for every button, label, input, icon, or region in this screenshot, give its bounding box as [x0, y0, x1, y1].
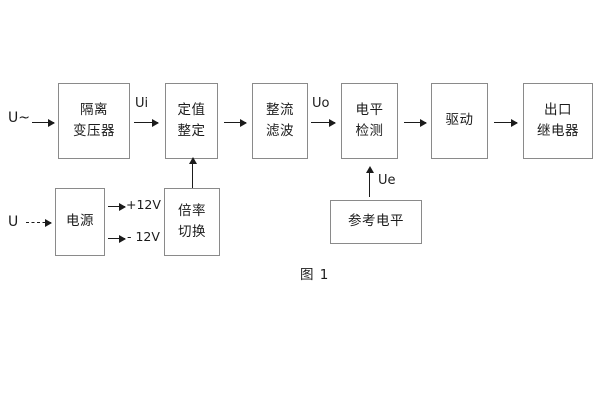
block-setting-value-line1: 定值 — [177, 101, 206, 118]
block-setting-value: 定值 整定 — [165, 83, 218, 159]
block-level-detect-line1: 电平 — [355, 101, 384, 118]
rail-label-negative: - 12V — [127, 229, 160, 244]
block-reference-level-line1: 参考电平 — [348, 213, 404, 230]
arrow-multiplier-switch-to-setting-value — [188, 157, 197, 188]
arrow-input-dc-to-power-supply — [26, 218, 52, 227]
block-output-relay-line2: 继电器 — [537, 123, 579, 139]
block-power-supply: 电源 — [55, 188, 105, 256]
block-setting-value-line2: 整定 — [177, 123, 206, 139]
arrow-drive-to-output-relay — [494, 118, 518, 127]
signal-label-uo: Uo — [312, 96, 330, 111]
block-multiplier-switch-line1: 倍率 — [178, 202, 206, 219]
block-multiplier-switch-line2: 切换 — [178, 224, 206, 240]
arrow-setting-value-to-rectify-filter — [224, 118, 247, 127]
signal-label-ue: Ue — [378, 173, 396, 188]
block-isolation-transformer-line1: 隔离 — [80, 101, 108, 118]
block-rectify-filter-line1: 整流 — [266, 101, 294, 118]
arrow-level-detect-to-drive — [404, 118, 427, 127]
input-label-ac: U~ — [8, 110, 30, 126]
arrow-rectify-filter-to-level-detect — [311, 118, 336, 127]
arrow-reference-level-to-level-detect — [365, 166, 374, 197]
block-rectify-filter: 整流 滤波 — [252, 83, 308, 159]
block-multiplier-switch: 倍率 切换 — [164, 188, 220, 256]
figure-caption: 图 1 — [300, 267, 330, 283]
arrow-input-ac-to-isolation-transformer — [32, 118, 55, 127]
input-label-dc: U — [8, 214, 19, 230]
block-drive-line1: 驱动 — [445, 112, 474, 129]
signal-label-ui: Ui — [135, 96, 149, 111]
block-level-detect-line2: 检测 — [355, 123, 384, 139]
block-isolation-transformer: 隔离 变压器 — [58, 83, 130, 159]
block-power-supply-line1: 电源 — [66, 213, 94, 230]
block-reference-level: 参考电平 — [330, 200, 422, 244]
block-output-relay-line1: 出口 — [544, 101, 572, 118]
arrow-power-supply-rail-positive — [108, 202, 126, 211]
block-level-detect: 电平 检测 — [341, 83, 398, 159]
block-isolation-transformer-line2: 变压器 — [73, 123, 115, 139]
arrow-isolation-transformer-to-setting-value — [134, 118, 159, 127]
block-drive: 驱动 — [431, 83, 488, 159]
arrow-power-supply-rail-negative — [108, 234, 126, 243]
rail-label-positive: +12V — [126, 197, 161, 212]
block-output-relay: 出口 继电器 — [523, 83, 593, 159]
block-rectify-filter-line2: 滤波 — [266, 123, 294, 139]
